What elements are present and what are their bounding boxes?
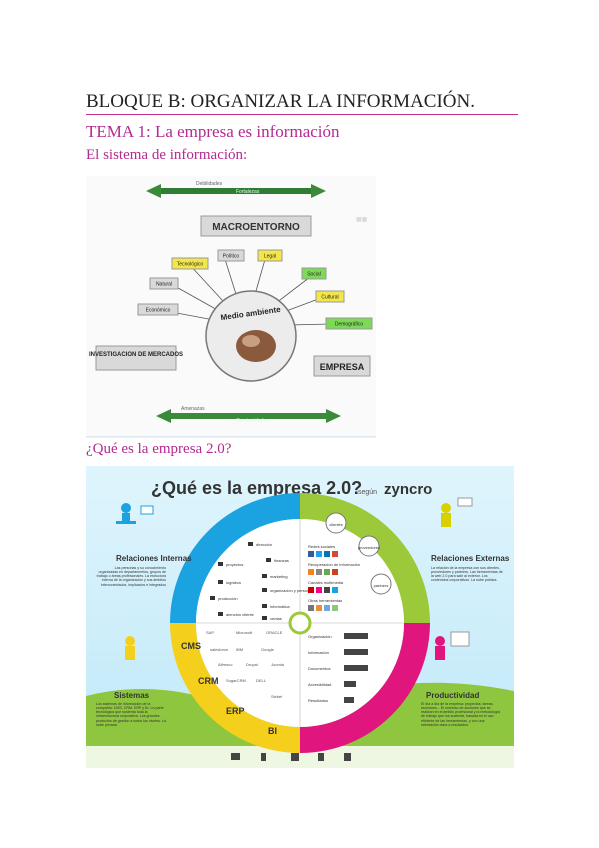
factor-label: Tecnológico <box>177 262 204 268</box>
inner-item: proyectos <box>226 562 243 567</box>
ring-label-bi: BI <box>268 726 277 736</box>
macroentorno-diagram: Debilidades Fortalezas MACROENTORNO ▦▦ T… <box>86 176 376 438</box>
earth-hand-image <box>236 330 276 362</box>
fortalezas-label: Fortalezas <box>236 189 260 195</box>
inner-item: Documentos <box>308 666 330 671</box>
logo: ORACLE <box>266 630 283 635</box>
logo: IBM <box>236 647 243 652</box>
empresa-box <box>313 355 371 377</box>
device-icons-row <box>231 753 351 761</box>
factor-label: Demográfico <box>335 322 364 328</box>
logo: Google <box>261 647 275 652</box>
internas-text: Las personas y su conocimiento organizad… <box>96 566 166 587</box>
ring-label-crm: CRM <box>198 676 219 686</box>
watermark: ▦▦ <box>356 217 368 223</box>
inner-heading: Otras herramientas <box>308 598 342 603</box>
clientes-icon: clientes <box>329 522 343 527</box>
logo: salesforce <box>210 647 229 652</box>
productividad-title: Productividad <box>426 691 479 700</box>
zyncro-logo: zyncro <box>384 481 432 498</box>
inner-item: marketing <box>270 574 288 579</box>
factor-label: Cultural <box>321 295 338 301</box>
proveedores-icon: proveedores <box>358 545 380 550</box>
logo: Drupal <box>246 662 258 667</box>
person-desk-icon <box>116 503 154 524</box>
person-stand-icon <box>125 636 135 660</box>
investigacion-label: INVESTIGACION DE MERCADOS <box>89 352 183 358</box>
inner-item: atención cliente <box>226 612 255 617</box>
factor-label: Económico <box>146 308 171 314</box>
productividad-text: El día a día de la empresa: proyectos, t… <box>421 702 501 727</box>
logo: SugarCRM <box>226 678 246 683</box>
center-logo <box>288 611 312 635</box>
ring-label-erp: ERP <box>226 706 245 716</box>
inner-item: logística <box>226 580 241 585</box>
factor-label: Social <box>307 272 321 278</box>
inner-item: ventas <box>270 616 282 621</box>
amenazas-oportunidades-arrow: Amenazas Oportunidades <box>156 406 341 424</box>
subsection-heading: El sistema de información: <box>86 147 248 163</box>
title-divider <box>86 114 518 115</box>
partners-icon: partners <box>374 583 389 588</box>
internas-title: Relaciones Internas <box>116 554 192 563</box>
factor-label: Natural <box>156 282 172 288</box>
page-title: BLOQUE B: ORGANIZAR LA INFORMACIÓN. <box>86 91 475 112</box>
empresa-label: EMPRESA <box>320 362 365 372</box>
inner-heading: Recuperación de información <box>308 562 360 567</box>
inner-item: finanzas <box>274 558 289 563</box>
segun-label: según <box>358 489 377 496</box>
quadrant-internas-ring <box>170 493 300 623</box>
person-board-icon <box>435 631 470 660</box>
factor-label: Político <box>223 254 240 260</box>
logo: SAP <box>206 630 214 635</box>
person-pointing-icon <box>441 497 473 527</box>
inner-item: informática <box>270 604 290 609</box>
question-heading: ¿Qué es la empresa 2.0? <box>86 441 232 457</box>
macroentorno-box <box>200 215 312 237</box>
inner-item: organización y personas <box>270 588 313 593</box>
inner-item: producción <box>218 596 238 601</box>
macroentorno-label: MACROENTORNO <box>212 222 300 233</box>
quadrant-externas-ring <box>300 493 430 623</box>
inner-item: Organización <box>308 634 332 639</box>
sistemas-title: Sistemas <box>114 691 150 700</box>
oportunidades-label: Oportunidades <box>236 418 269 424</box>
inner-heading: Redes sociales <box>308 544 335 549</box>
debilidades-fortalezas-arrow: Debilidades Fortalezas <box>146 181 326 198</box>
inner-heading: Canales multimedia <box>308 580 344 585</box>
debilidades-label: Debilidades <box>196 181 223 187</box>
empresa-20-infographic: ¿Qué es la empresa 2.0? según zyncro CMS… <box>86 466 514 768</box>
inner-item: dirección <box>256 542 272 547</box>
externas-title: Relaciones Externas <box>431 554 510 563</box>
inner-item: Resultados <box>308 698 328 703</box>
section-heading: TEMA 1: La empresa es información <box>86 122 340 141</box>
externas-text: La relación de la empresa con sus client… <box>431 566 503 583</box>
infographic-title: ¿Qué es la empresa 2.0? <box>151 478 362 498</box>
logo: Microsoft <box>236 630 253 635</box>
inner-item: Accesibilidad <box>308 682 331 687</box>
logo: Joomla <box>271 662 285 667</box>
ring-label-cms: CMS <box>181 641 201 651</box>
logo: Siebel <box>271 694 282 699</box>
quadrant-sistemas-ring <box>170 623 300 753</box>
amenazas-label: Amenazas <box>181 406 205 412</box>
sistemas-text: Los sistemas de información de la compañ… <box>96 702 166 727</box>
investigacion-box <box>95 345 177 371</box>
logo: DELL <box>256 678 267 683</box>
factor-label: Legal <box>264 254 276 260</box>
quadrant-productividad-ring <box>300 623 430 753</box>
inner-item: Información <box>308 650 329 655</box>
logo: Alfresco <box>218 662 233 667</box>
